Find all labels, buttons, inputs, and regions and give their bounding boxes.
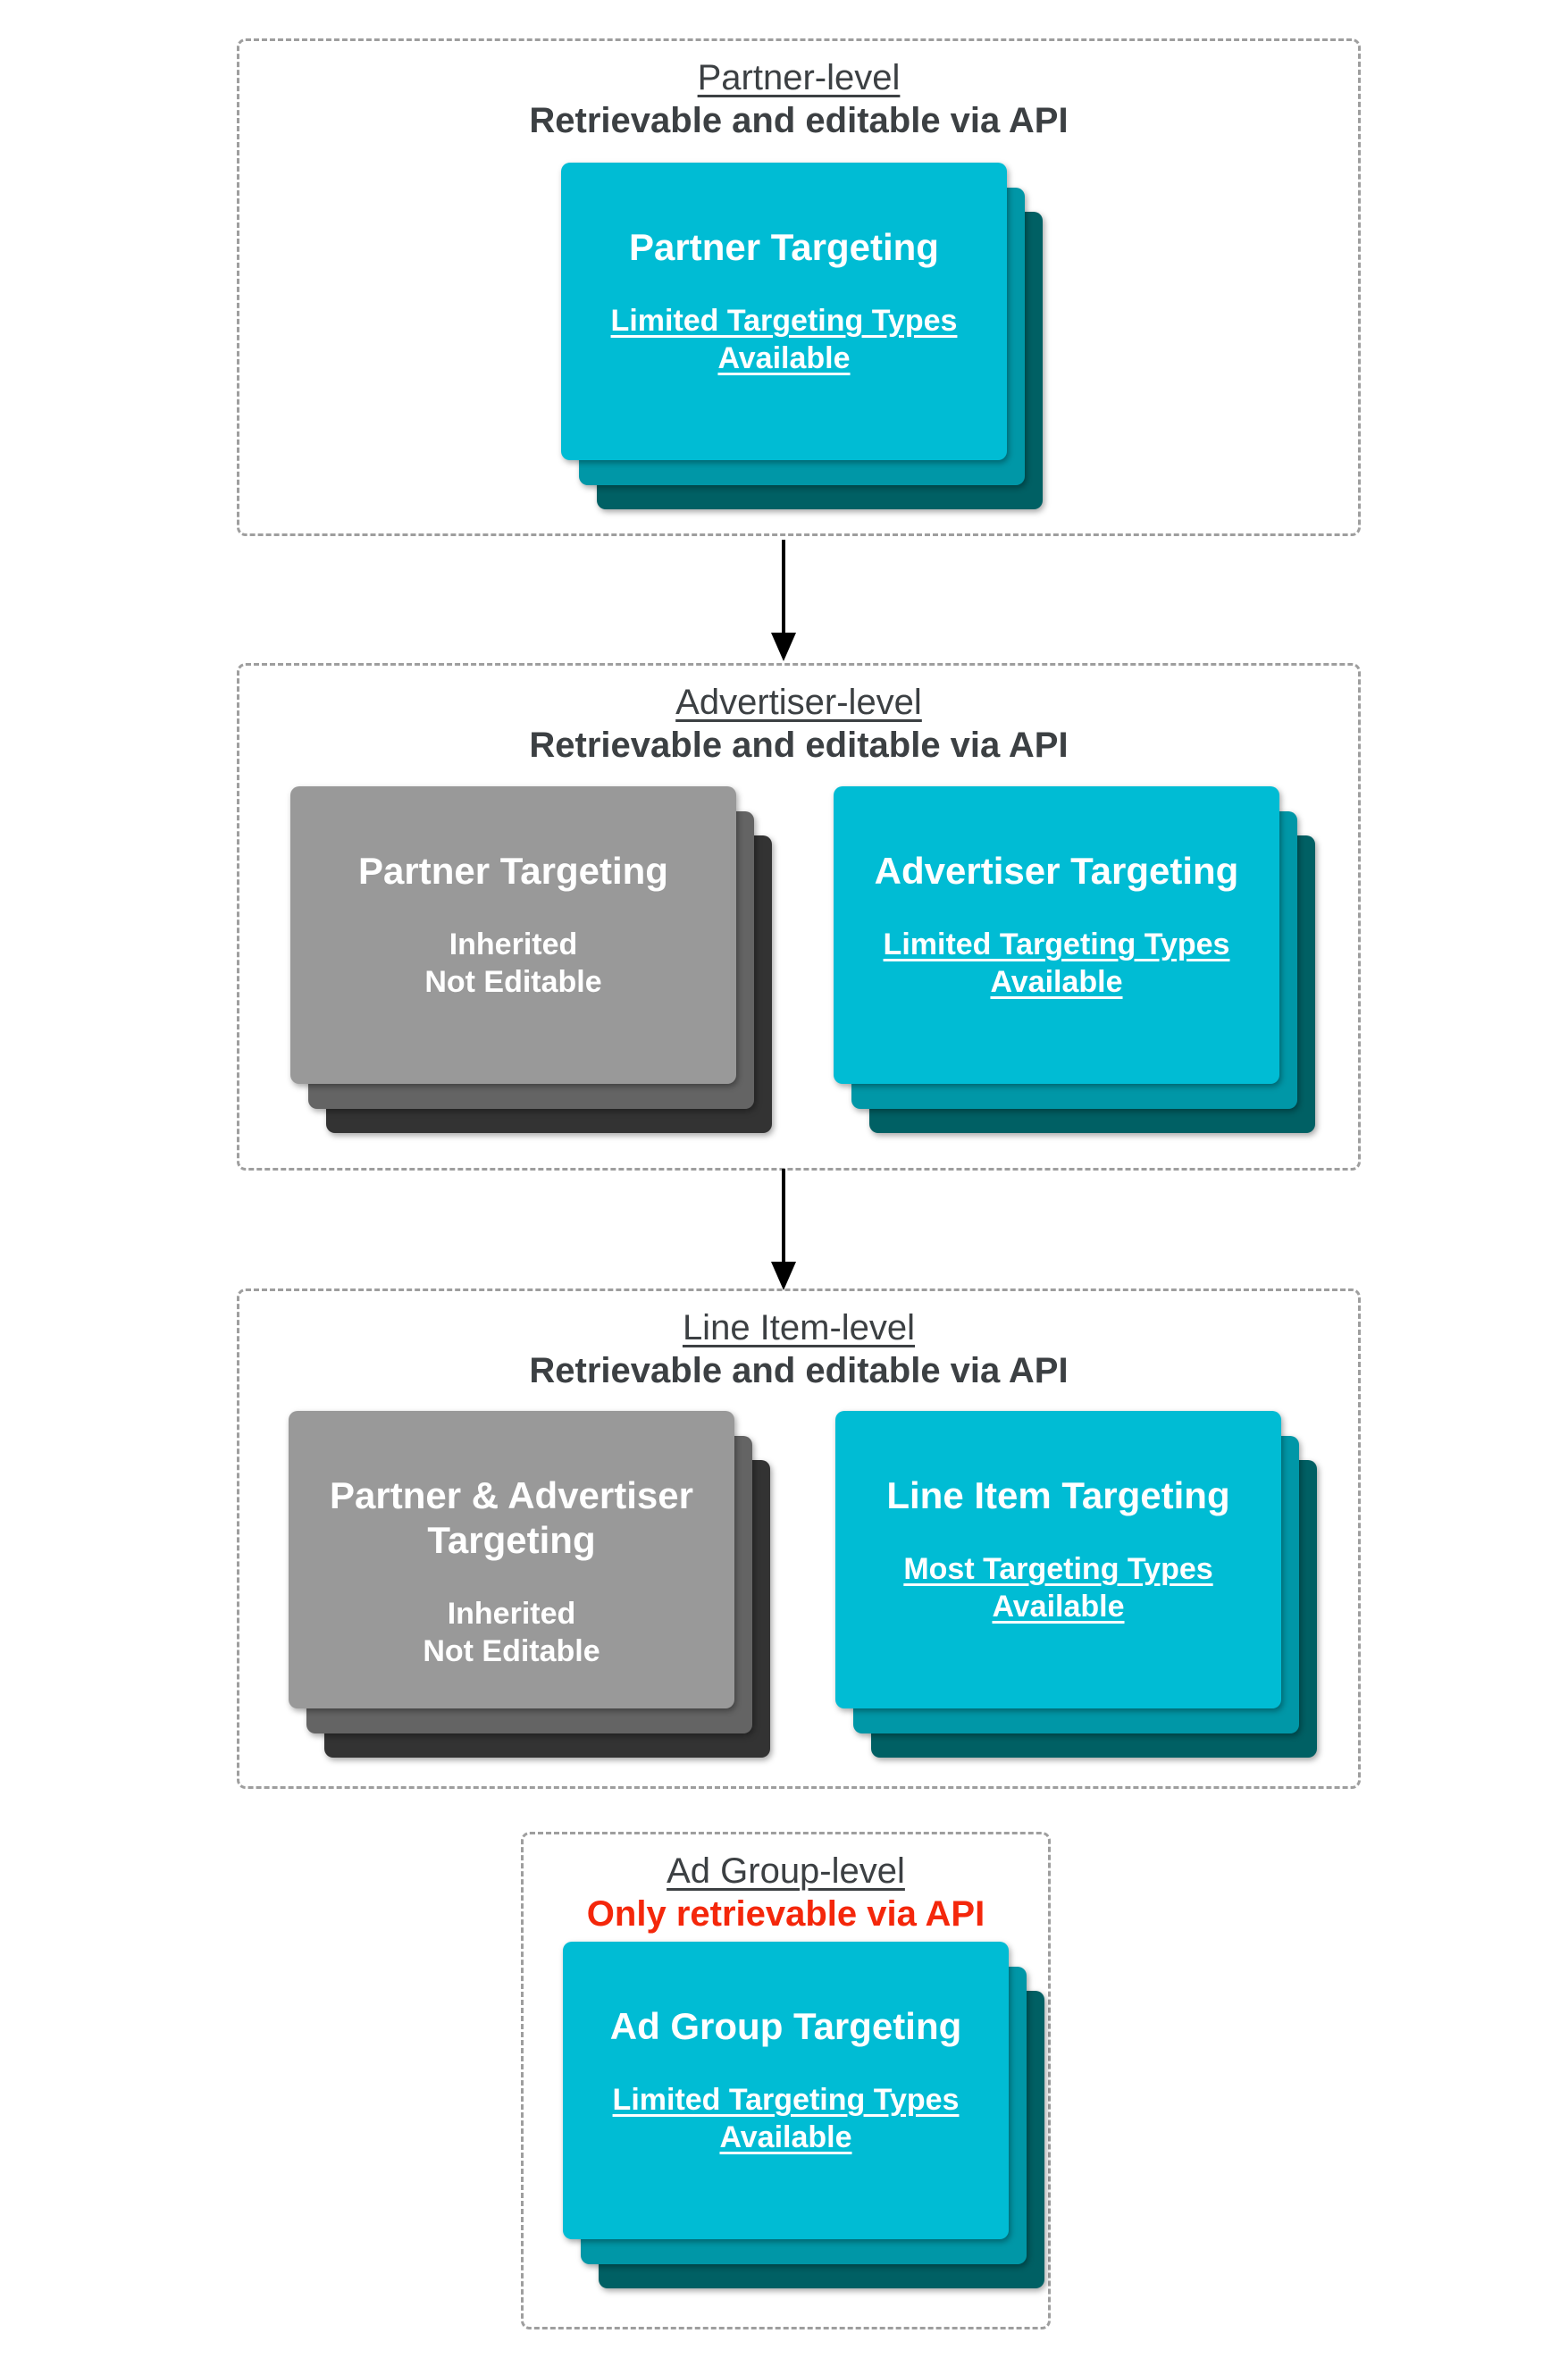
card-title: Partner & Advertiser Targeting [330, 1474, 693, 1561]
section-line-item-level: Line Item-level Retrievable and editable… [237, 1288, 1361, 1789]
card-subtitle: Limited Targeting Types Available [612, 2083, 960, 2154]
card-stack-partner-targeting-inherited: Partner Targeting Inherited Not Editable [290, 786, 772, 1133]
section-subtitle: Retrievable and editable via API [529, 1351, 1069, 1390]
section-title: Ad Group-level [667, 1851, 905, 1891]
arrow-shaft [782, 540, 785, 633]
card-title: Advertiser Targeting [874, 850, 1239, 892]
card-advertiser-targeting: Advertiser Targeting Limited Targeting T… [834, 786, 1279, 1084]
card-title: Partner Targeting [629, 226, 939, 268]
card-status-line: Not Editable [423, 1634, 600, 1668]
arrow-shaft [782, 1169, 785, 1262]
card-ad-group-targeting: Ad Group Targeting Limited Targeting Typ… [563, 1942, 1009, 2239]
section-title: Advertiser-level [675, 683, 922, 722]
section-partner-level: Partner-level Retrievable and editable v… [237, 38, 1361, 536]
card-subtitle: Limited Targeting Types Available [883, 927, 1230, 999]
card-stack-ad-group-targeting: Ad Group Targeting Limited Targeting Typ… [563, 1942, 1044, 2288]
section-title: Partner-level [697, 58, 901, 97]
section-subtitle: Only retrievable via API [586, 1894, 985, 1934]
card-stack-advertiser-targeting: Advertiser Targeting Limited Targeting T… [834, 786, 1315, 1133]
card-status-line: Not Editable [424, 965, 602, 999]
card-partner-advertiser-targeting: Partner & Advertiser Targeting Inherited… [289, 1411, 734, 1708]
card-subtitle: Most Targeting Types Available [903, 1552, 1213, 1624]
card-partner-targeting: Partner Targeting Limited Targeting Type… [561, 163, 1007, 460]
section-advertiser-level: Advertiser-level Retrievable and editabl… [237, 663, 1361, 1171]
card-title: Ad Group Targeting [609, 2005, 962, 2047]
arrow-head [771, 633, 796, 661]
arrow-down-icon [770, 540, 797, 661]
section-subtitle: Retrievable and editable via API [529, 101, 1069, 140]
section-subtitle: Retrievable and editable via API [529, 726, 1069, 765]
section-title: Line Item-level [682, 1308, 916, 1347]
card-status-line: Inherited [447, 1597, 576, 1631]
card-subtitle: Limited Targeting Types Available [610, 304, 958, 375]
card-title: Partner Targeting [358, 850, 668, 892]
card-title: Line Item Targeting [886, 1474, 1230, 1516]
card-stack-partner-targeting: Partner Targeting Limited Targeting Type… [561, 163, 1043, 509]
arrow-head [771, 1262, 796, 1290]
card-stack-line-item-targeting: Line Item Targeting Most Targeting Types… [835, 1411, 1317, 1758]
card-partner-targeting-inherited: Partner Targeting Inherited Not Editable [290, 786, 736, 1084]
card-stack-partner-advertiser-targeting: Partner & Advertiser Targeting Inherited… [289, 1411, 770, 1758]
arrow-down-icon [770, 1169, 797, 1290]
card-status-lines: Inherited Not Editable [424, 926, 601, 1001]
section-ad-group-level: Ad Group-level Only retrievable via API … [521, 1832, 1051, 2329]
card-status-lines: Inherited Not Editable [423, 1595, 600, 1670]
card-status-line: Inherited [449, 927, 578, 961]
card-line-item-targeting: Line Item Targeting Most Targeting Types… [835, 1411, 1281, 1708]
